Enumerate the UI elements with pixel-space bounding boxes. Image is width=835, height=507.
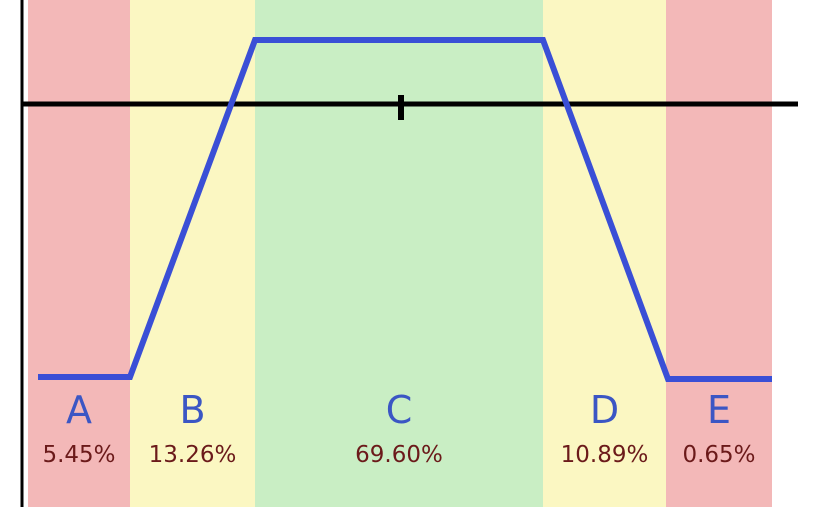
zone-e-percent: 0.65%	[682, 442, 755, 468]
zone-a-background	[28, 0, 130, 507]
zone-c-background	[255, 0, 543, 507]
zone-b-percent: 13.26%	[149, 442, 237, 468]
zone-a-percent: 5.45%	[42, 442, 115, 468]
zone-c-percent: 69.60%	[355, 442, 443, 468]
zone-d-label: D	[590, 388, 619, 432]
zone-b-background	[130, 0, 255, 507]
zone-e-label: E	[707, 388, 731, 432]
zone-a-label: A	[66, 388, 92, 432]
zone-c-label: C	[386, 388, 413, 432]
zone-d-background	[543, 0, 666, 507]
zone-backgrounds	[28, 0, 772, 507]
zone-d-percent: 10.89%	[561, 442, 649, 468]
zone-b-label: B	[179, 388, 205, 432]
zone-e-background	[666, 0, 772, 507]
zone-labels: A 5.45% B 13.26% C 69.60% D 10.89% E 0.65%	[42, 388, 755, 468]
trapezoid-line	[38, 37, 772, 382]
